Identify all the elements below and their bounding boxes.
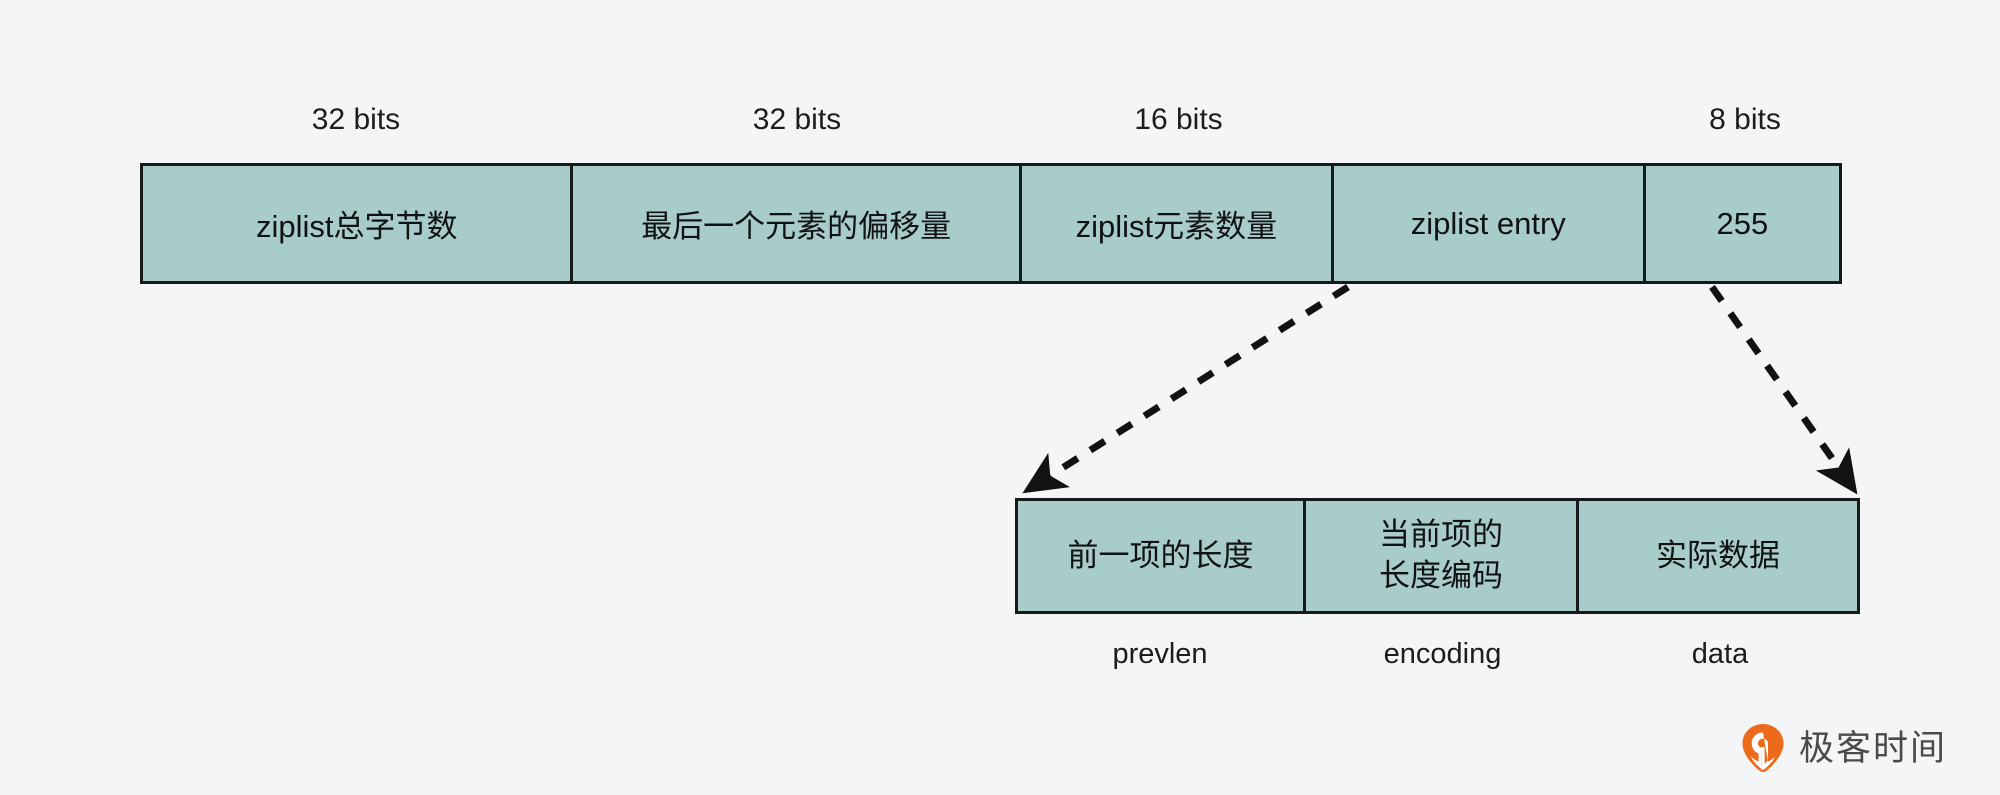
- entry-cell-prevlen[interactable]: 前一项的长度: [1018, 501, 1306, 611]
- entry-expand-arrow-right: [1709, 284, 1858, 495]
- ziplist-cell-tail-offset[interactable]: 最后一个元素的偏移量: [573, 166, 1022, 281]
- ziplist-entry-detail-row: 前一项的长度 当前项的 长度编码 实际数据: [1015, 498, 1860, 614]
- entry-cell-encoding[interactable]: 当前项的 长度编码: [1305, 501, 1580, 611]
- bit-label-total-bytes: 32 bits: [311, 103, 401, 136]
- bit-label-entry-count: 16 bits: [1134, 103, 1223, 136]
- entry-caption-data: data: [1691, 638, 1749, 670]
- watermark: 极客时间: [1740, 722, 1947, 774]
- entry-expand-arrow-left: [1022, 284, 1350, 494]
- bit-label-end-byte: 8 bits: [1709, 103, 1781, 136]
- geektime-pin-logo-icon: [1742, 724, 1784, 772]
- ziplist-cell-end-marker[interactable]: 255: [1645, 166, 1840, 281]
- ziplist-cell-entry-count[interactable]: ziplist元素数量: [1021, 166, 1334, 281]
- entry-caption-prevlen: prevlen: [1112, 638, 1208, 670]
- ziplist-structure-row: ziplist总字节数 最后一个元素的偏移量 ziplist元素数量 zipli…: [140, 163, 1842, 284]
- ziplist-cell-entry[interactable]: ziplist entry: [1333, 166, 1646, 281]
- entry-cell-data[interactable]: 实际数据: [1579, 501, 1858, 611]
- entry-caption-encoding: encoding: [1383, 638, 1502, 670]
- watermark-text: 极客时间: [1799, 728, 1948, 768]
- bit-label-tail-offset: 32 bits: [752, 103, 842, 136]
- ziplist-cell-total-bytes[interactable]: ziplist总字节数: [143, 166, 574, 281]
